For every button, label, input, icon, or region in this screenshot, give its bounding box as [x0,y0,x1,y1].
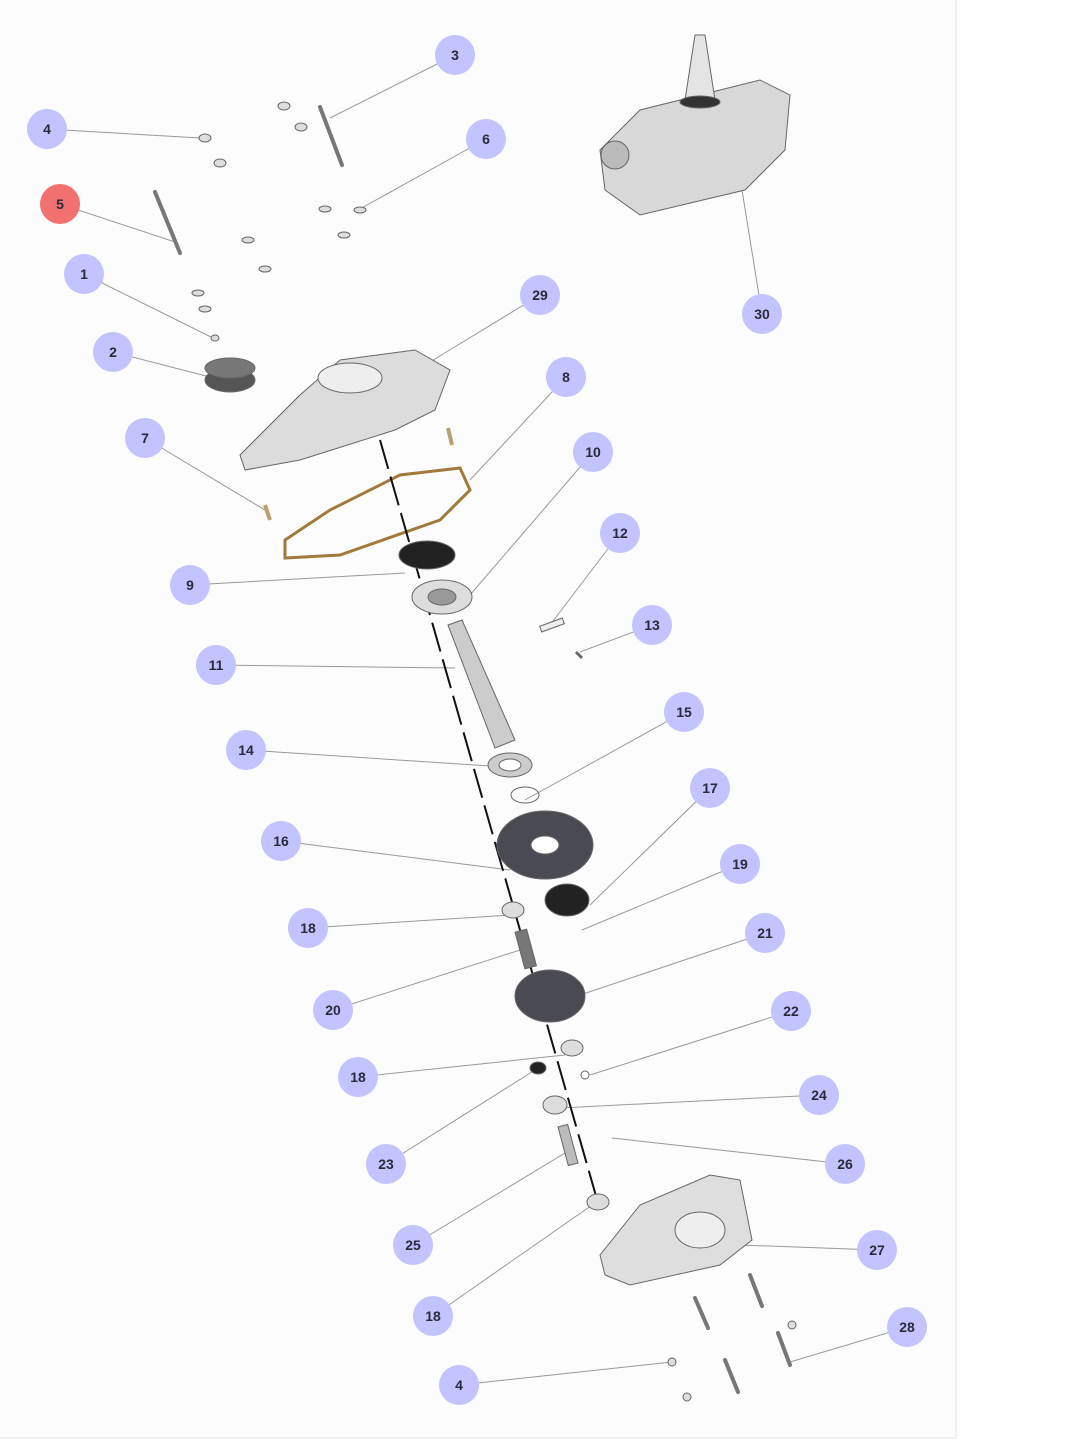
leader-line-18 [432,1202,596,1317]
leader-line-25 [412,1149,571,1246]
leader-line-7 [144,437,266,511]
callout-part-29[interactable]: 29 [520,275,560,315]
callout-part-9[interactable]: 9 [170,565,210,605]
callout-part-18[interactable]: 18 [288,908,328,948]
upper-housing [239,349,451,471]
callout-part-20[interactable]: 20 [313,990,353,1030]
callout-part-30[interactable]: 30 [742,294,782,334]
callout-part-19[interactable]: 19 [720,844,760,884]
callout-part-12[interactable]: 12 [600,513,640,553]
leader-line-5 [59,203,176,243]
callout-part-4[interactable]: 4 [439,1365,479,1405]
callout-part-23[interactable]: 23 [366,1144,406,1184]
leader-line-11 [215,664,456,669]
leader-line-6 [357,138,487,211]
leader-line-8 [469,376,567,481]
leader-lines [46,54,908,1386]
leader-line-24 [559,1094,820,1109]
leader-line-30 [741,189,763,315]
shaft [447,619,516,749]
leader-line-10 [469,451,594,596]
callout-part-14[interactable]: 14 [226,730,266,770]
callout-part-21[interactable]: 21 [745,913,785,953]
leader-line-20 [332,949,521,1011]
leader-line-29 [429,294,541,363]
parts-drawing [46,34,908,1402]
callout-part-16[interactable]: 16 [261,821,301,861]
parts [153,34,797,1402]
callout-part-10[interactable]: 10 [573,432,613,472]
leader-line-4 [46,128,201,139]
callout-part-8[interactable]: 8 [546,357,586,397]
callout-part-27[interactable]: 27 [857,1230,897,1270]
cap [204,357,256,393]
seal [398,540,456,570]
leader-line-19 [581,863,741,931]
callout-part-18[interactable]: 18 [413,1296,453,1336]
callout-part-3[interactable]: 3 [435,35,475,75]
leader-line-9 [189,572,406,586]
leader-line-16 [280,840,511,871]
leader-line-21 [579,932,766,996]
callout-part-25[interactable]: 25 [393,1225,433,1265]
callout-part-17[interactable]: 17 [690,768,730,808]
callout-part-5[interactable]: 5 [40,184,80,224]
leader-line-18 [357,1054,566,1078]
leader-line-23 [385,1069,536,1165]
callout-part-1[interactable]: 1 [64,254,104,294]
callout-part-4[interactable]: 4 [27,109,67,149]
leader-line-4 [458,1361,673,1386]
leader-line-3 [329,54,456,119]
gear [514,969,586,1023]
bolts [153,105,792,1394]
callout-part-6[interactable]: 6 [466,119,506,159]
callout-part-11[interactable]: 11 [196,645,236,685]
callout-part-24[interactable]: 24 [799,1075,839,1115]
leader-line-1 [83,273,214,339]
assembled-gearbox [599,34,791,216]
callout-part-15[interactable]: 15 [664,692,704,732]
callout-part-2[interactable]: 2 [93,332,133,372]
leader-line-27 [739,1244,878,1251]
gasket [283,466,472,560]
leader-line-18 [307,914,511,929]
callout-part-26[interactable]: 26 [825,1144,865,1184]
leader-line-14 [245,749,491,767]
callout-part-22[interactable]: 22 [771,991,811,1031]
callout-part-13[interactable]: 13 [632,605,672,645]
callout-part-18[interactable]: 18 [338,1057,378,1097]
leader-line-17 [589,787,711,906]
leader-line-26 [611,1137,846,1165]
callout-part-7[interactable]: 7 [125,418,165,458]
leader-line-15 [524,711,685,801]
callout-part-28[interactable]: 28 [887,1307,927,1347]
leader-line-22 [589,1010,792,1076]
small-gear [544,883,590,917]
nuts-washers [191,101,797,1402]
